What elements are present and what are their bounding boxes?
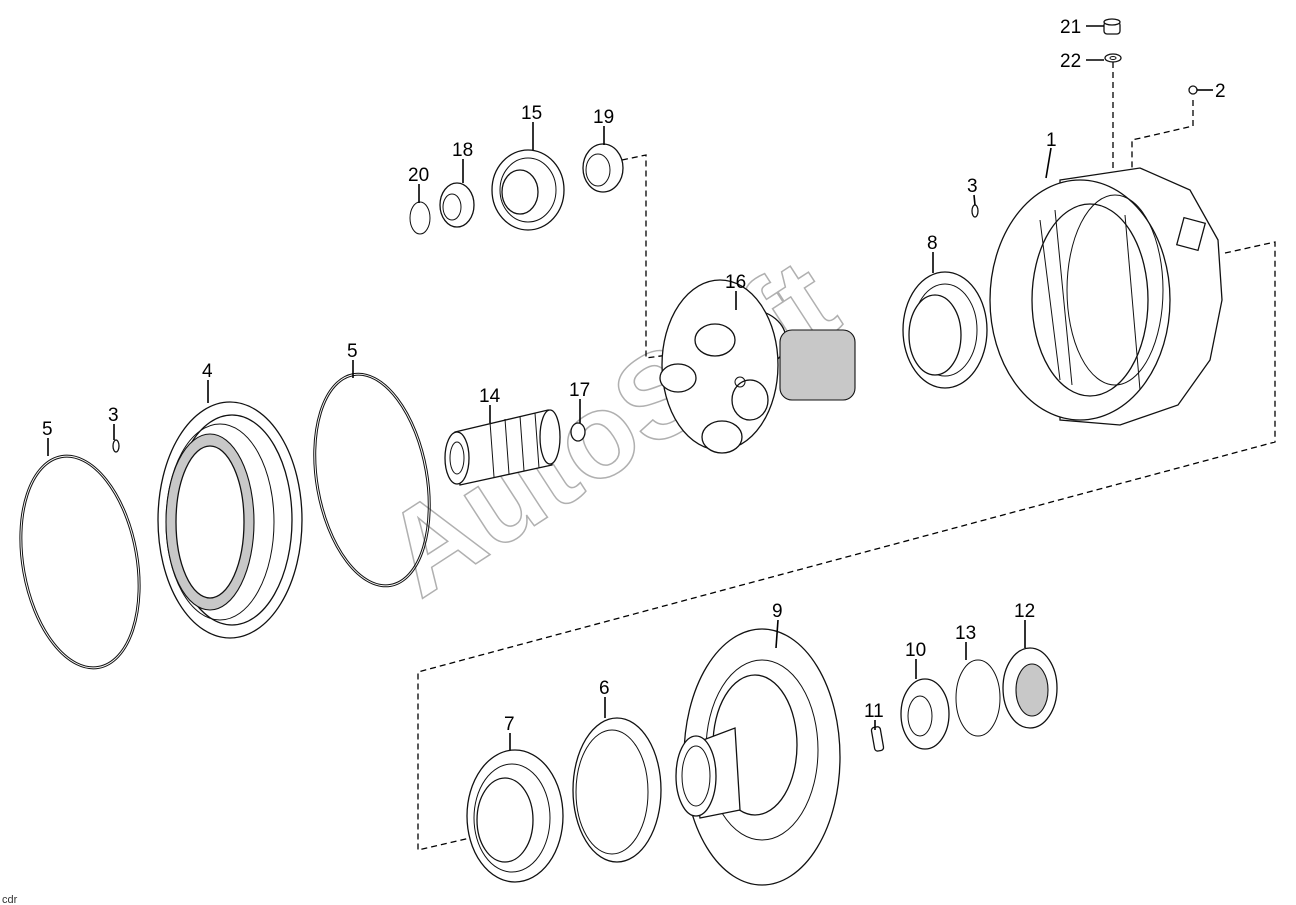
callout-18: 18 xyxy=(452,140,473,161)
part-8-bearing xyxy=(902,271,988,389)
callout-14: 14 xyxy=(479,386,501,407)
callout-15: 15 xyxy=(521,103,542,124)
callout-5-left: 5 xyxy=(42,419,53,440)
callout-10: 10 xyxy=(905,640,926,661)
part-12-seal xyxy=(1002,647,1058,729)
part-13-o-ring xyxy=(955,659,1001,737)
part-3-pin-lower xyxy=(112,439,120,453)
callout-22: 22 xyxy=(1060,51,1081,72)
callout-1: 1 xyxy=(1046,130,1057,151)
watermark: AutoSoft xyxy=(361,234,859,622)
footer-label: cdr xyxy=(2,894,18,905)
callout-7: 7 xyxy=(504,714,515,735)
callout-13: 13 xyxy=(955,623,976,644)
part-11-pin xyxy=(870,726,885,752)
part-9-hub-flange xyxy=(675,628,841,886)
callout-20: 20 xyxy=(408,165,429,186)
callout-11: 11 xyxy=(864,701,884,722)
callout-2: 2 xyxy=(1215,81,1226,102)
callout-3-lower: 3 xyxy=(108,405,119,426)
callout-4: 4 xyxy=(202,361,213,382)
part-5-o-ring-left xyxy=(19,454,141,670)
callout-12: 12 xyxy=(1014,601,1035,622)
assembly-lines xyxy=(417,62,1276,851)
part-16-planet-carrier xyxy=(659,279,856,454)
part-22-washer xyxy=(1104,53,1122,63)
part-4-ring-gear xyxy=(157,401,303,639)
leader-lines xyxy=(47,25,1213,750)
part-21-plug xyxy=(1103,18,1121,35)
callout-16: 16 xyxy=(725,272,746,293)
part-15-gear xyxy=(491,149,565,231)
callout-labels: 21 22 2 1 3 8 15 19 18 20 16 5 4 3 5 14 … xyxy=(42,17,1226,735)
part-17-bushing xyxy=(570,422,586,442)
callout-6: 6 xyxy=(599,678,610,699)
callout-9: 9 xyxy=(772,601,783,622)
part-6-ring xyxy=(572,717,662,863)
part-10-nut xyxy=(900,678,950,750)
part-7-bearing xyxy=(466,749,564,883)
part-14-shaft xyxy=(444,409,561,486)
part-18-ring xyxy=(439,182,475,228)
part-1-housing xyxy=(989,167,1223,426)
callout-5-center: 5 xyxy=(347,341,358,362)
part-3-pin-upper xyxy=(971,204,979,218)
part-20-circlip xyxy=(409,201,431,235)
part-2-plug xyxy=(1188,85,1198,95)
callout-3-upper: 3 xyxy=(967,176,978,197)
callout-17: 17 xyxy=(569,380,590,401)
callout-8: 8 xyxy=(927,233,938,254)
callout-21: 21 xyxy=(1060,17,1081,38)
part-19-bearing xyxy=(582,143,624,193)
callout-19: 19 xyxy=(593,107,614,128)
